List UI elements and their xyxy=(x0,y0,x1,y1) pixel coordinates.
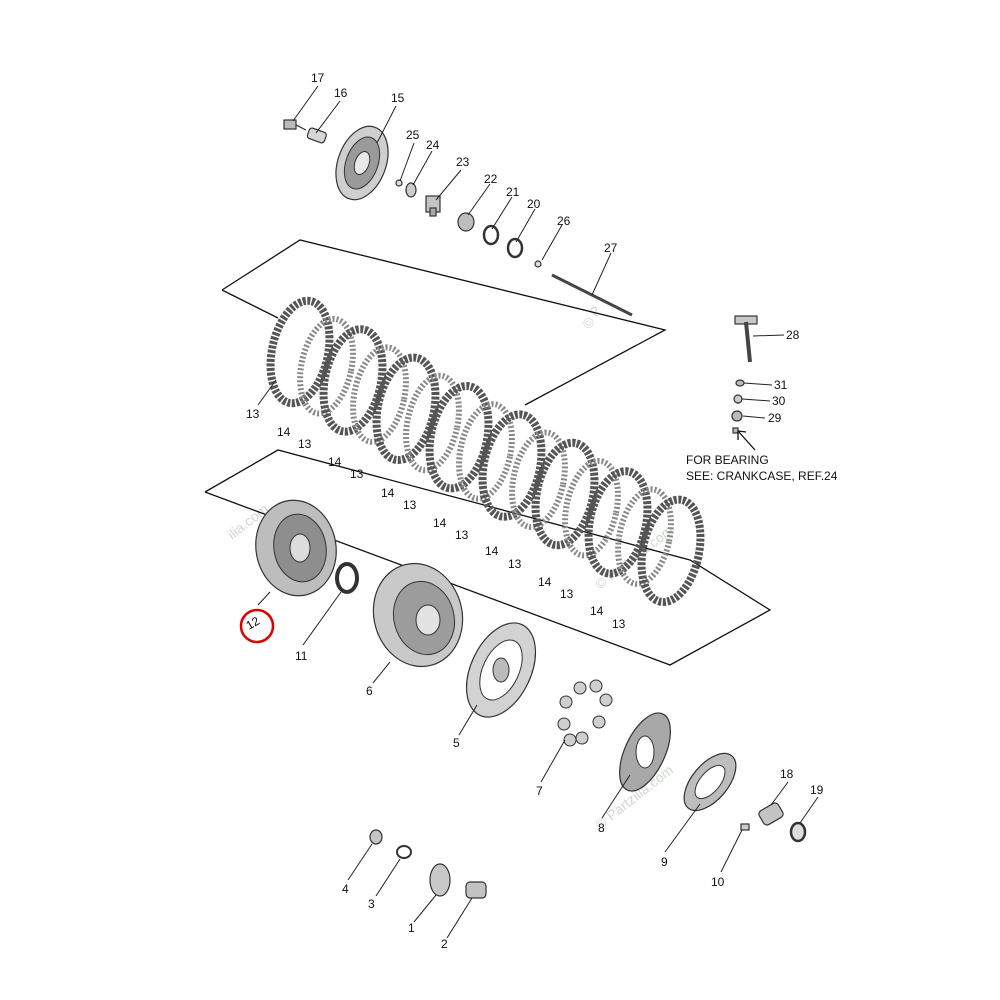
part-22-nut xyxy=(457,212,475,232)
clutch-plate-stack xyxy=(266,296,705,606)
part-label: 9 xyxy=(661,855,668,869)
part-25-ball xyxy=(395,179,403,187)
part-label: 28 xyxy=(786,328,800,342)
part-label: 22 xyxy=(484,172,498,186)
part-label: 4 xyxy=(342,882,349,896)
part-label: 18 xyxy=(780,767,794,781)
part-label: 7 xyxy=(536,784,543,798)
part-label: 3 xyxy=(368,897,375,911)
part-label: 15 xyxy=(391,91,405,105)
friction-plate xyxy=(637,495,705,606)
part-10-pin xyxy=(740,823,750,831)
part-23-push-rod-piece xyxy=(425,195,441,217)
part-label: 14 xyxy=(328,455,342,469)
part-label: 24 xyxy=(426,138,440,152)
part-18-bearing xyxy=(758,802,784,826)
part-24-nut xyxy=(405,182,417,198)
part-label: 14 xyxy=(277,425,291,439)
part-label: 25 xyxy=(406,128,420,142)
part-4-nut xyxy=(369,829,383,845)
part-label: 14 xyxy=(538,575,552,589)
friction-plate xyxy=(266,296,334,408)
part-label: 13 xyxy=(246,407,260,421)
part-2-bearing xyxy=(465,881,487,899)
part-label: 1 xyxy=(408,921,415,935)
part-15-pressure-plate xyxy=(335,125,389,201)
part-label: 14 xyxy=(433,516,447,530)
steel-plate xyxy=(297,315,356,417)
part-6-clutch-housing xyxy=(372,562,464,668)
part-label: 14 xyxy=(485,544,499,558)
part-label: 29 xyxy=(768,411,782,425)
steel-plate xyxy=(350,344,409,445)
part-label: 14 xyxy=(590,604,604,618)
part-31-small-part xyxy=(735,379,745,387)
steel-plate xyxy=(509,429,568,531)
part-29-bearing xyxy=(731,410,743,422)
part-label: 13 xyxy=(612,617,626,631)
part-label-highlighted: 12 xyxy=(244,614,263,633)
part-label: 21 xyxy=(506,185,520,199)
part-label: 20 xyxy=(527,197,541,211)
part-label: 13 xyxy=(350,467,364,481)
part-3-washer xyxy=(396,845,412,859)
bearing-note-line2: SEE: CRANKCASE, REF.24 xyxy=(686,469,838,483)
part-label: 13 xyxy=(403,498,417,512)
part-7-rollers xyxy=(557,679,613,747)
part-label: 2 xyxy=(441,937,448,951)
watermark: © P xyxy=(579,303,605,331)
part-1-gear xyxy=(429,863,451,897)
part-11-thrust-washer xyxy=(335,562,359,594)
steel-plate xyxy=(456,401,515,502)
part-26-ball xyxy=(534,260,542,268)
part-label: 8 xyxy=(598,821,605,835)
part-label: 13 xyxy=(508,557,522,571)
part-label: 11 xyxy=(295,649,308,663)
part-9-one-way-clutch xyxy=(683,752,737,812)
steel-plate xyxy=(615,486,674,587)
part-5-gear xyxy=(465,622,537,718)
part-8-cam-plate xyxy=(619,712,671,792)
part-label: 26 xyxy=(557,214,571,228)
part-28-lever xyxy=(734,315,758,363)
clutch-plate-bracket-lower xyxy=(204,449,772,666)
part-label: 13 xyxy=(560,587,574,601)
part-label: 10 xyxy=(711,875,725,889)
part-label: 17 xyxy=(311,71,325,85)
bearing-note-line1: FOR BEARING xyxy=(686,453,769,467)
part-label: 16 xyxy=(334,86,348,100)
steel-plate xyxy=(403,372,462,474)
clutch-plate-bracket-upper xyxy=(221,239,667,406)
part-label: 27 xyxy=(604,241,618,255)
part-19-washer xyxy=(789,821,807,843)
highlight-circle xyxy=(239,608,275,644)
part-label: 19 xyxy=(810,783,824,797)
part-label: 31 xyxy=(774,378,788,392)
part-17-bolt xyxy=(283,119,307,131)
small-pin xyxy=(732,427,739,434)
part-label: 6 xyxy=(366,684,373,698)
note-arrow xyxy=(737,430,756,451)
leader-lines xyxy=(257,85,819,939)
part-label: 23 xyxy=(456,155,470,169)
part-label: 14 xyxy=(381,486,395,500)
part-label: 5 xyxy=(453,736,460,750)
part-20-washer xyxy=(506,237,524,259)
part-30-small-part xyxy=(733,394,743,404)
part-21-washer xyxy=(482,224,500,246)
part-label: 13 xyxy=(298,437,312,451)
part-label: 30 xyxy=(772,394,786,408)
part-16-spring xyxy=(306,127,327,144)
part-label: 13 xyxy=(455,528,469,542)
part-12-primary-driven-gear xyxy=(255,499,337,597)
steel-plate xyxy=(562,457,621,559)
